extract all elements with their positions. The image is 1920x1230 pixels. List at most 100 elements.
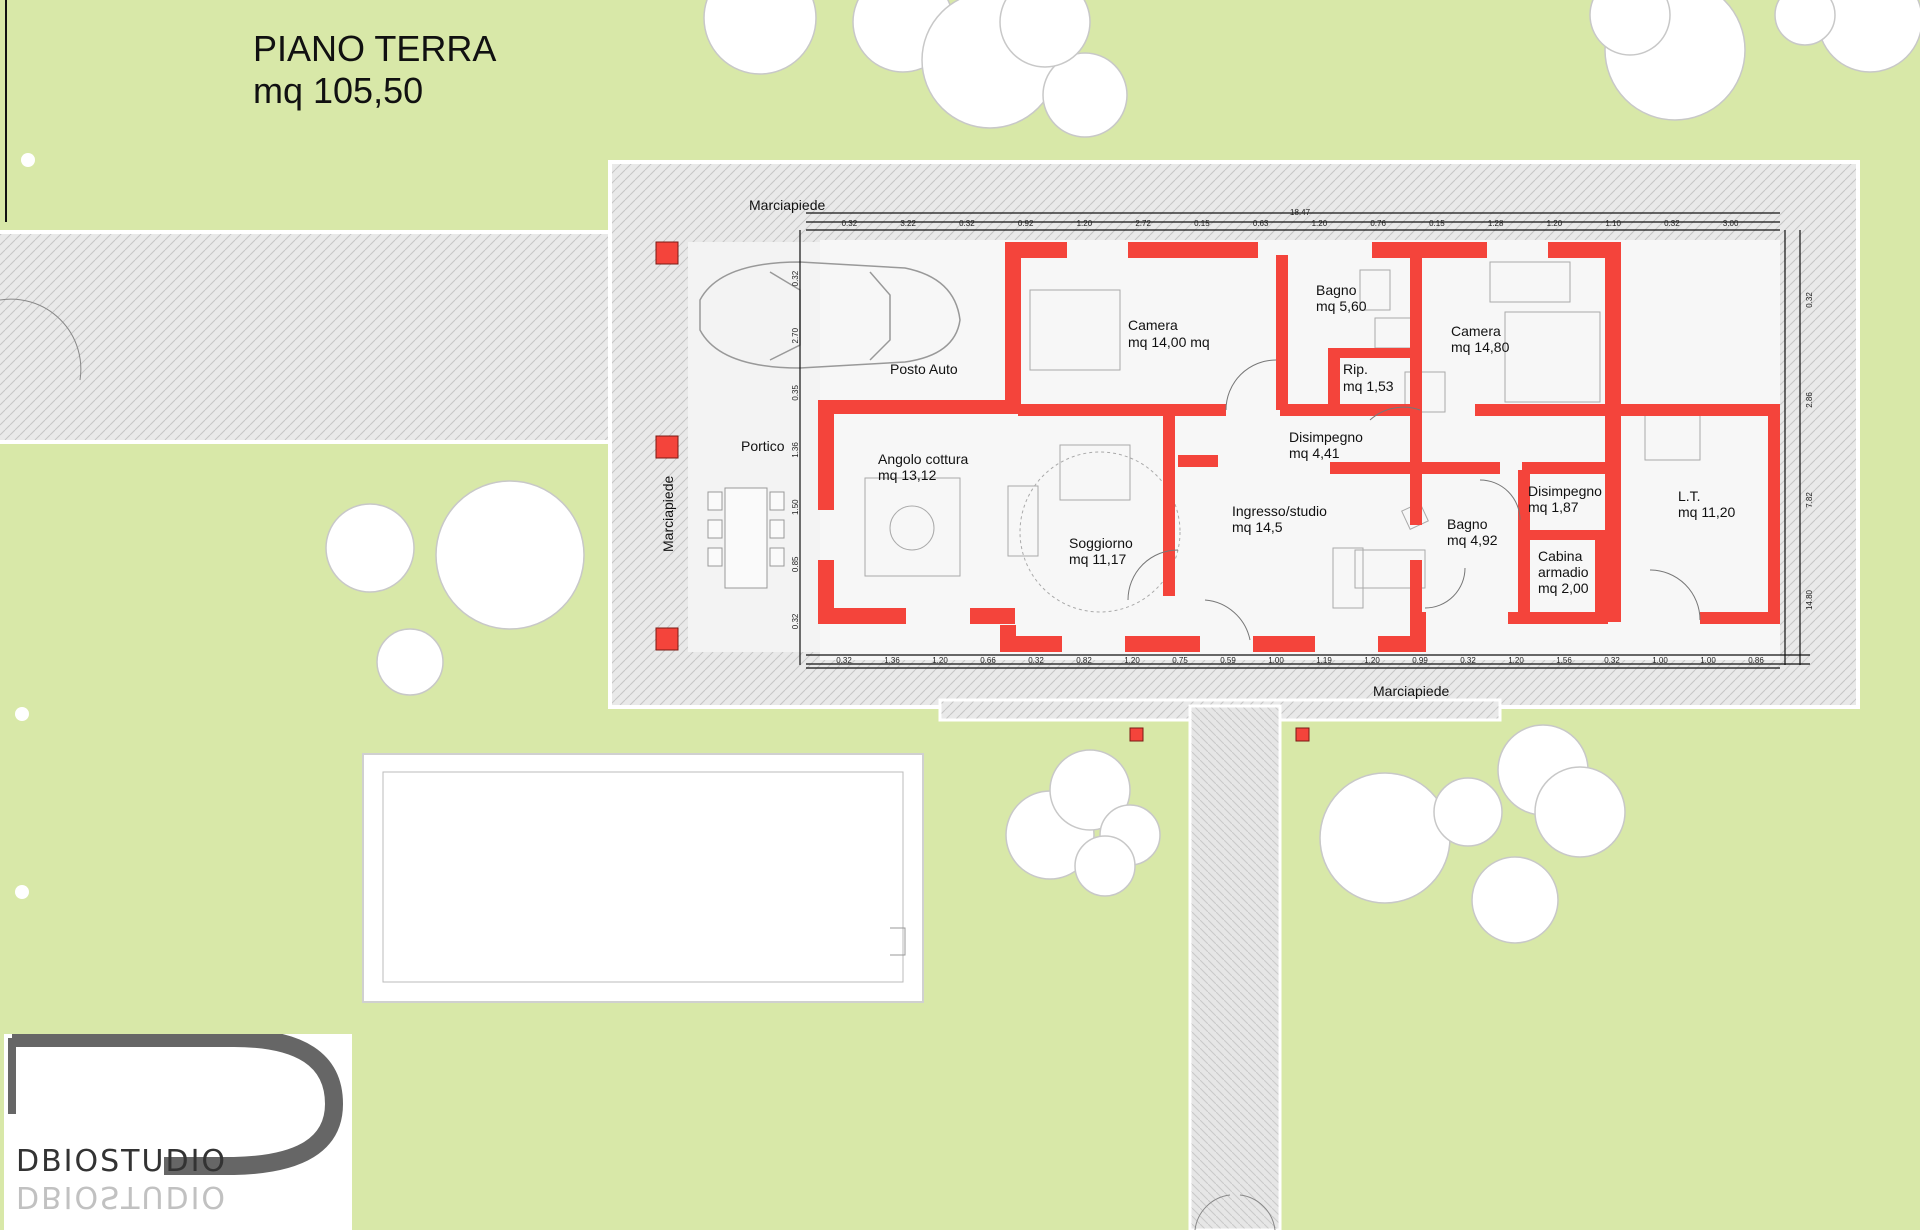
dimension-lines bbox=[799, 212, 1810, 669]
dimension-value: 1.28 bbox=[1488, 219, 1504, 228]
dimension-value: 1.10 bbox=[1605, 219, 1621, 228]
dimension-value: 1.20 bbox=[1547, 219, 1563, 228]
room-area: mq 1,87 bbox=[1528, 499, 1579, 515]
room-name: Angolo cottura bbox=[878, 451, 968, 467]
dimension-value: 14.80 bbox=[1805, 589, 1814, 610]
dimension-value: 1.20 bbox=[1508, 656, 1524, 665]
dimension-value: 1.00 bbox=[1652, 656, 1668, 665]
room-labels: Camera mq 14,00 mq Bagno mq 5,60 Camera … bbox=[878, 282, 1736, 596]
dimension-value: 2.70 bbox=[791, 327, 800, 343]
room-area: mq 13,12 bbox=[878, 467, 937, 483]
room-name: Disimpegno bbox=[1528, 483, 1602, 499]
swimming-pool bbox=[362, 753, 924, 1003]
dimension-value: 0.32 bbox=[1664, 219, 1680, 228]
dimension-value: 0.92 bbox=[1018, 219, 1034, 228]
room-name: Cabina bbox=[1538, 548, 1583, 564]
door-arcs bbox=[1127, 359, 1701, 641]
dimension-total: 18.47 bbox=[1290, 208, 1311, 217]
dimension-value: 0.32 bbox=[836, 656, 852, 665]
room-area: mq 5,60 bbox=[1316, 298, 1367, 314]
room-area: mq 4,92 bbox=[1447, 532, 1498, 548]
dimension-value: 0.32 bbox=[1805, 292, 1814, 308]
furniture bbox=[864, 261, 1701, 613]
dimension-value: 0.82 bbox=[1076, 656, 1092, 665]
dimension-value: 0.15 bbox=[1429, 219, 1445, 228]
plan-title-block: PIANO TERRA mq 105,50 bbox=[253, 28, 496, 112]
dimension-value: 0.66 bbox=[980, 656, 996, 665]
dimension-value: 1.36 bbox=[791, 442, 800, 458]
dimension-value: 7.82 bbox=[1805, 492, 1814, 508]
label-marciapiede-left: Marciapiede bbox=[660, 476, 676, 552]
dimension-value: 0.99 bbox=[1412, 656, 1428, 665]
dimension-value: 0.63 bbox=[1253, 219, 1269, 228]
room-area: mq 14,80 bbox=[1451, 339, 1510, 355]
gate-arc bbox=[0, 298, 82, 381]
dimension-value: 0.32 bbox=[1460, 656, 1476, 665]
pillars bbox=[655, 241, 1310, 742]
room-name: Bagno bbox=[1447, 516, 1488, 532]
trees bbox=[325, 0, 1920, 944]
room-name: Bagno bbox=[1316, 282, 1357, 298]
room-area: mq 4,41 bbox=[1289, 445, 1340, 461]
label-portico: Portico bbox=[741, 438, 785, 454]
dimension-value: 0.35 bbox=[791, 385, 800, 401]
dimension-value: 1.00 bbox=[1700, 656, 1716, 665]
logo-d-shape-icon bbox=[8, 1034, 344, 1175]
dimension-value: 1.19 bbox=[1316, 656, 1332, 665]
studio-logo: DBIOSTUDIO DBIOSTUDIO bbox=[4, 1034, 352, 1230]
dimension-value: 0.32 bbox=[791, 270, 800, 286]
room-name: Rip. bbox=[1343, 361, 1368, 377]
dimension-value: 1.20 bbox=[1312, 219, 1328, 228]
dimension-value: 0.32 bbox=[1028, 656, 1044, 665]
dimension-value: 1.36 bbox=[884, 656, 900, 665]
room-name: Disimpegno bbox=[1289, 429, 1363, 445]
logo-text-reflection: DBIOSTUDIO bbox=[16, 1179, 228, 1214]
room-name: L.T. bbox=[1678, 488, 1701, 504]
label-marciapiede-top: Marciapiede bbox=[749, 197, 825, 213]
dimension-value: 1.20 bbox=[1364, 656, 1380, 665]
label-marciapiede-bottom: Marciapiede bbox=[1373, 683, 1449, 699]
dimension-value: 0.32 bbox=[791, 613, 800, 629]
room-name: Soggiorno bbox=[1069, 535, 1133, 551]
dimension-value: 0.86 bbox=[1748, 656, 1764, 665]
room-name: Camera bbox=[1128, 317, 1178, 333]
dimension-value: 1.20 bbox=[1124, 656, 1140, 665]
dimension-value: 2.86 bbox=[1805, 392, 1814, 408]
portico-table bbox=[707, 487, 785, 589]
dimension-value: 0.75 bbox=[1172, 656, 1188, 665]
room-area: armadio bbox=[1538, 564, 1589, 580]
room-area: mq 1,53 bbox=[1343, 378, 1394, 394]
dimension-value: 1.50 bbox=[791, 499, 800, 515]
dimension-value: 0.85 bbox=[791, 556, 800, 572]
dimension-value: 1.20 bbox=[932, 656, 948, 665]
logo-text: DBIOSTUDIO bbox=[16, 1144, 228, 1179]
survey-markers bbox=[15, 153, 35, 899]
dimensions-left: 0.32 2.70 0.35 1.36 1.50 0.85 0.32 bbox=[791, 270, 800, 629]
room-area: mq 11,20 bbox=[1678, 504, 1736, 520]
dimension-value: 2.72 bbox=[1135, 219, 1151, 228]
dimension-value: 0.15 bbox=[1194, 219, 1210, 228]
label-posto-auto: Posto Auto bbox=[890, 361, 958, 377]
dimension-value: 0.32 bbox=[842, 219, 858, 228]
plan-total-area: mq 105,50 bbox=[253, 70, 424, 111]
left-pathway bbox=[0, 232, 625, 442]
room-name: Ingresso/studio bbox=[1232, 503, 1327, 519]
dimension-value: 0.76 bbox=[1370, 219, 1386, 228]
room-area: mq 11,17 bbox=[1069, 551, 1127, 567]
dimension-value: 3.00 bbox=[1723, 219, 1739, 228]
entry-path bbox=[1188, 704, 1282, 1230]
dimension-value: 0.32 bbox=[1604, 656, 1620, 665]
dimension-value: 1.20 bbox=[1077, 219, 1093, 228]
walls bbox=[818, 242, 1780, 652]
plan-title: PIANO TERRA bbox=[253, 28, 497, 69]
dimension-value: 0.32 bbox=[959, 219, 975, 228]
dimensions-top: 0.32 3.22 0.32 0.92 1.20 2.72 0.15 0.63 1.20 0.76… bbox=[842, 219, 1739, 228]
dimension-value: 1.56 bbox=[1556, 656, 1572, 665]
room-area: mq 14,00 mq bbox=[1128, 334, 1210, 350]
dimensions-right: 0.32 2.86 7.82 14.80 bbox=[1805, 292, 1814, 610]
dimension-value: 3.22 bbox=[900, 219, 916, 228]
dimension-value: 1.00 bbox=[1268, 656, 1284, 665]
